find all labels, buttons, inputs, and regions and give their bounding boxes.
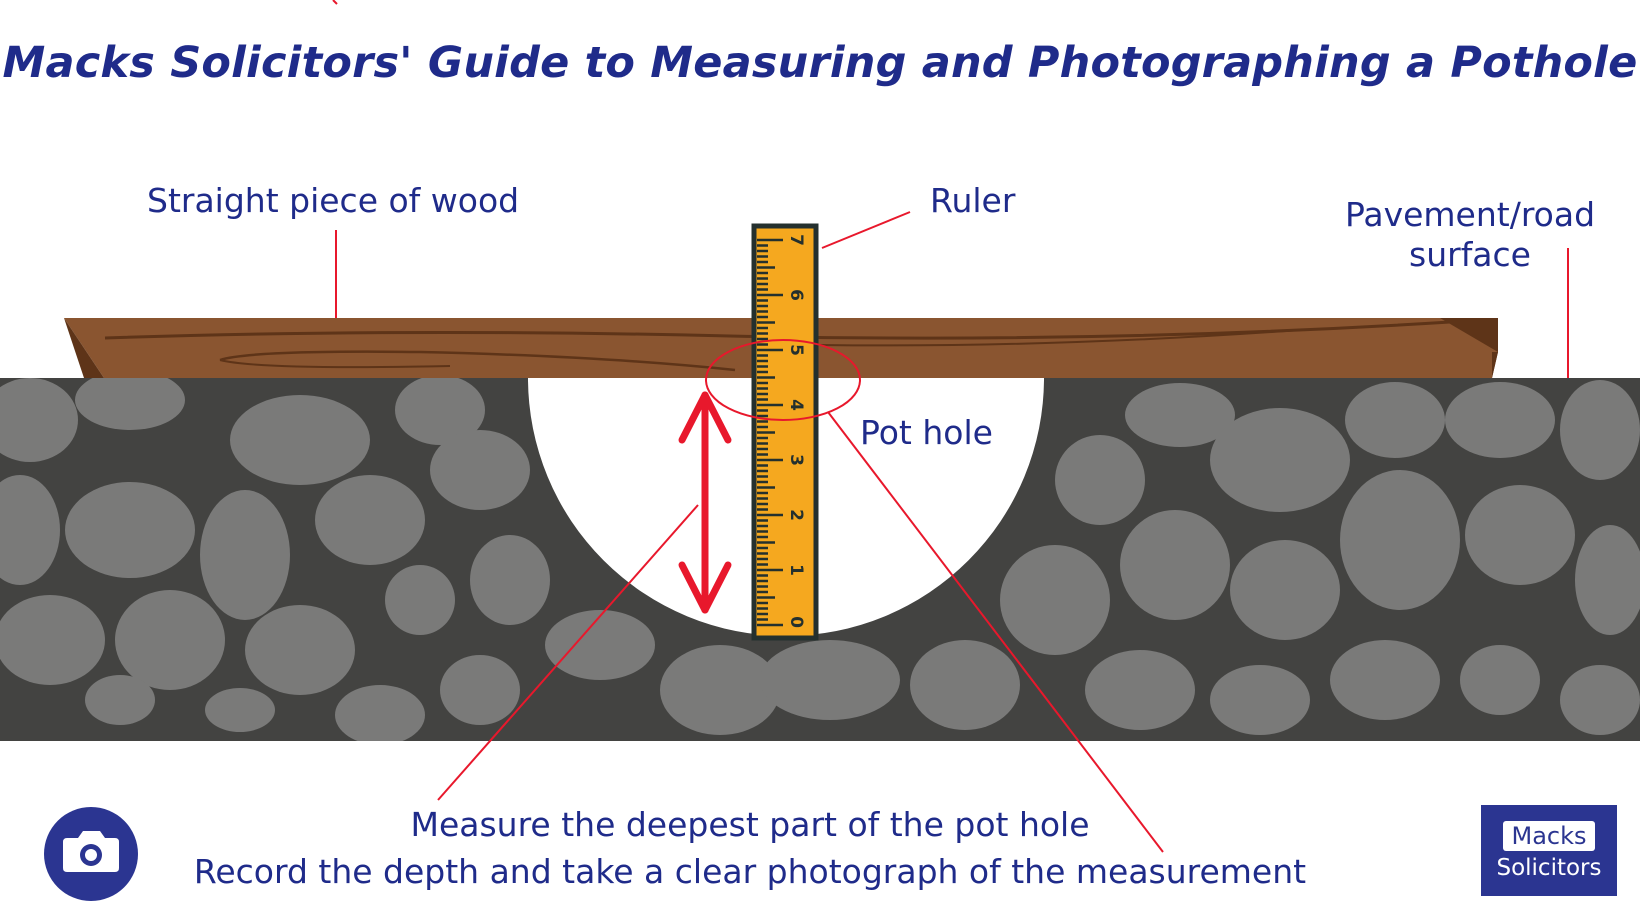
ruler: 0 1 2 3 4 5 6 7 bbox=[751, 223, 819, 641]
surface-label-line2: surface bbox=[1409, 234, 1531, 274]
camera-icon bbox=[44, 807, 138, 901]
ruler-number: 3 bbox=[786, 454, 806, 466]
ruler-number: 1 bbox=[786, 564, 806, 576]
logo-solicitors: Solicitors bbox=[1496, 854, 1602, 881]
surface-label-line1: Pavement/road bbox=[1344, 195, 1596, 234]
instruction-line-1: Measure the deepest part of the pot hole bbox=[410, 805, 1090, 844]
pothole-label: Pot hole bbox=[860, 413, 993, 452]
ruler-number: 4 bbox=[786, 399, 806, 411]
macks-solicitors-logo[interactable]: Macks Solicitors bbox=[1481, 805, 1617, 896]
wood-label: Straight piece of wood bbox=[147, 181, 520, 220]
ruler-number: 0 bbox=[786, 616, 806, 628]
ruler-number: 7 bbox=[786, 234, 806, 246]
photo-pointer-line bbox=[827, 411, 1164, 853]
instruction-line-2: Record the depth and take a clear photog… bbox=[193, 852, 1307, 891]
surface-label: Pavement/road surface bbox=[1330, 195, 1610, 274]
depth-arrow bbox=[678, 391, 732, 614]
annotation-lines bbox=[332, 0, 1569, 853]
ruler-pointer-line bbox=[821, 211, 911, 249]
ruler-label: Ruler bbox=[930, 181, 1016, 220]
road-surface bbox=[0, 378, 1640, 741]
ruler-number: 5 bbox=[786, 344, 806, 356]
page-title: Macks Solicitors' Guide to Measuring and… bbox=[2, 38, 1638, 88]
stones bbox=[0, 378, 1640, 741]
ruler-number: 2 bbox=[786, 509, 806, 521]
ruler-number: 6 bbox=[786, 289, 806, 301]
measurement-circle bbox=[705, 339, 861, 421]
depth-pointer-line bbox=[437, 504, 699, 801]
logo-macks: Macks bbox=[1503, 820, 1595, 851]
